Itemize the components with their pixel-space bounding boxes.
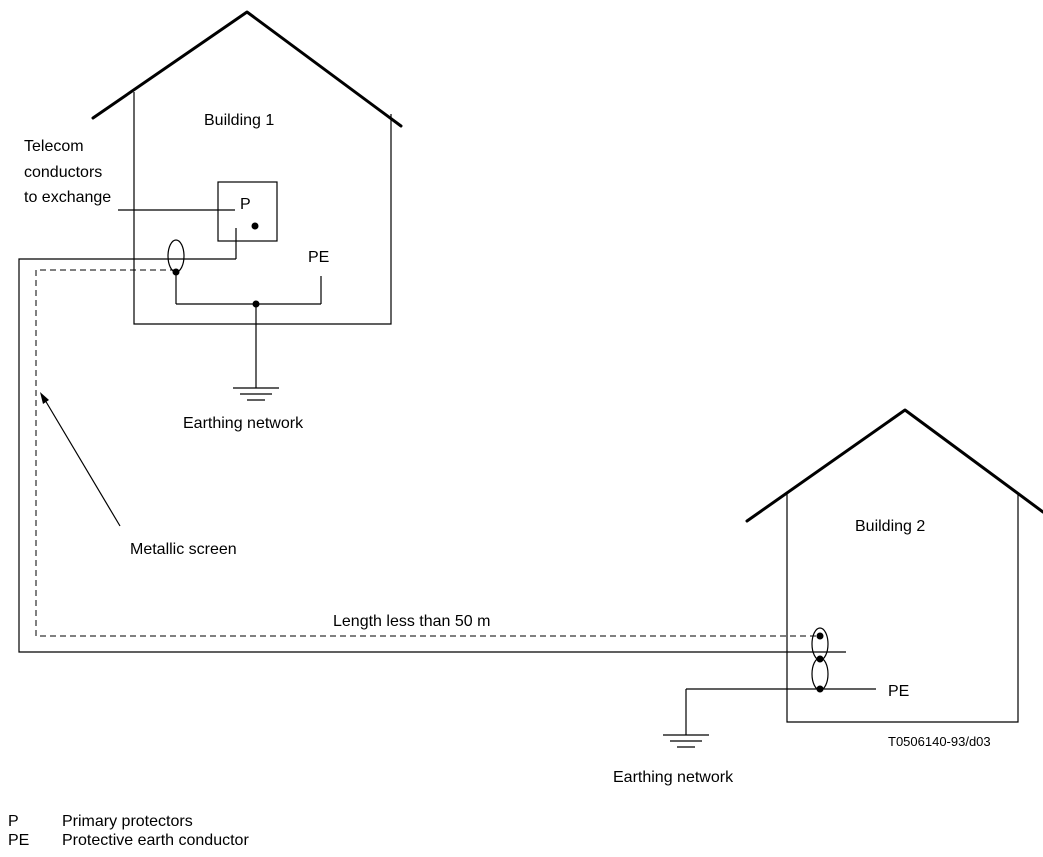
protector-label: P: [240, 196, 251, 213]
legend-text: Protective earth conductor: [62, 832, 249, 849]
telecom-label-line-1: Telecom: [24, 138, 84, 155]
length-label: Length less than 50 m: [333, 613, 490, 630]
metallic-screen-label: Metallic screen: [130, 541, 237, 558]
telecom-label-line-2: conductors: [24, 164, 102, 181]
building-2: Building 2 PE Earthing network: [613, 408, 1043, 786]
cable: Length less than 50 m: [18, 258, 846, 653]
legend-row: PE Protective earth conductor: [8, 831, 249, 850]
legend: P Primary protectors PE Protective earth…: [8, 812, 249, 850]
screen-clamp-dot-building-2-mid: [816, 655, 824, 663]
building-2-roof: [745, 408, 1043, 523]
metallic-screen-line: [35, 269, 820, 637]
screen-clamp-building-2-lower: [811, 657, 829, 691]
building-1: Building 1 P Telecom conductors to excha…: [24, 10, 403, 432]
earthing-network-label-1: Earthing network: [183, 415, 304, 432]
building-1-title: Building 1: [204, 112, 274, 129]
earthing-diagram: Building 1 P Telecom conductors to excha…: [18, 10, 1043, 786]
legend-text: Primary protectors: [62, 813, 193, 830]
figure-id: T0506140-93/d03: [888, 734, 991, 749]
metallic-screen-pointer: [44, 399, 121, 527]
building-1-roof: [91, 10, 403, 128]
building-1-walls: [133, 92, 392, 325]
telecom-cable-outer: [18, 258, 846, 653]
pe-label-building-2: PE: [888, 683, 909, 700]
legend-row: P Primary protectors: [8, 812, 249, 831]
telecom-label-line-3: to exchange: [24, 189, 111, 206]
earthing-network-label-2: Earthing network: [613, 769, 734, 786]
protector-terminal-dot: [251, 222, 259, 230]
screen-clamp-building-1: [167, 239, 185, 273]
primary-protector-box: [217, 181, 278, 242]
legend-key: PE: [8, 832, 30, 849]
metallic-screen-arrowhead: [40, 392, 49, 404]
building-2-walls: [786, 494, 1019, 723]
legend-key: P: [8, 813, 19, 830]
screen-clamp-dot-building-2-top: [816, 632, 824, 640]
building-2-title: Building 2: [855, 518, 925, 535]
metallic-screen-annotation: Metallic screen: [40, 392, 237, 558]
pe-label-building-1: PE: [308, 249, 329, 266]
